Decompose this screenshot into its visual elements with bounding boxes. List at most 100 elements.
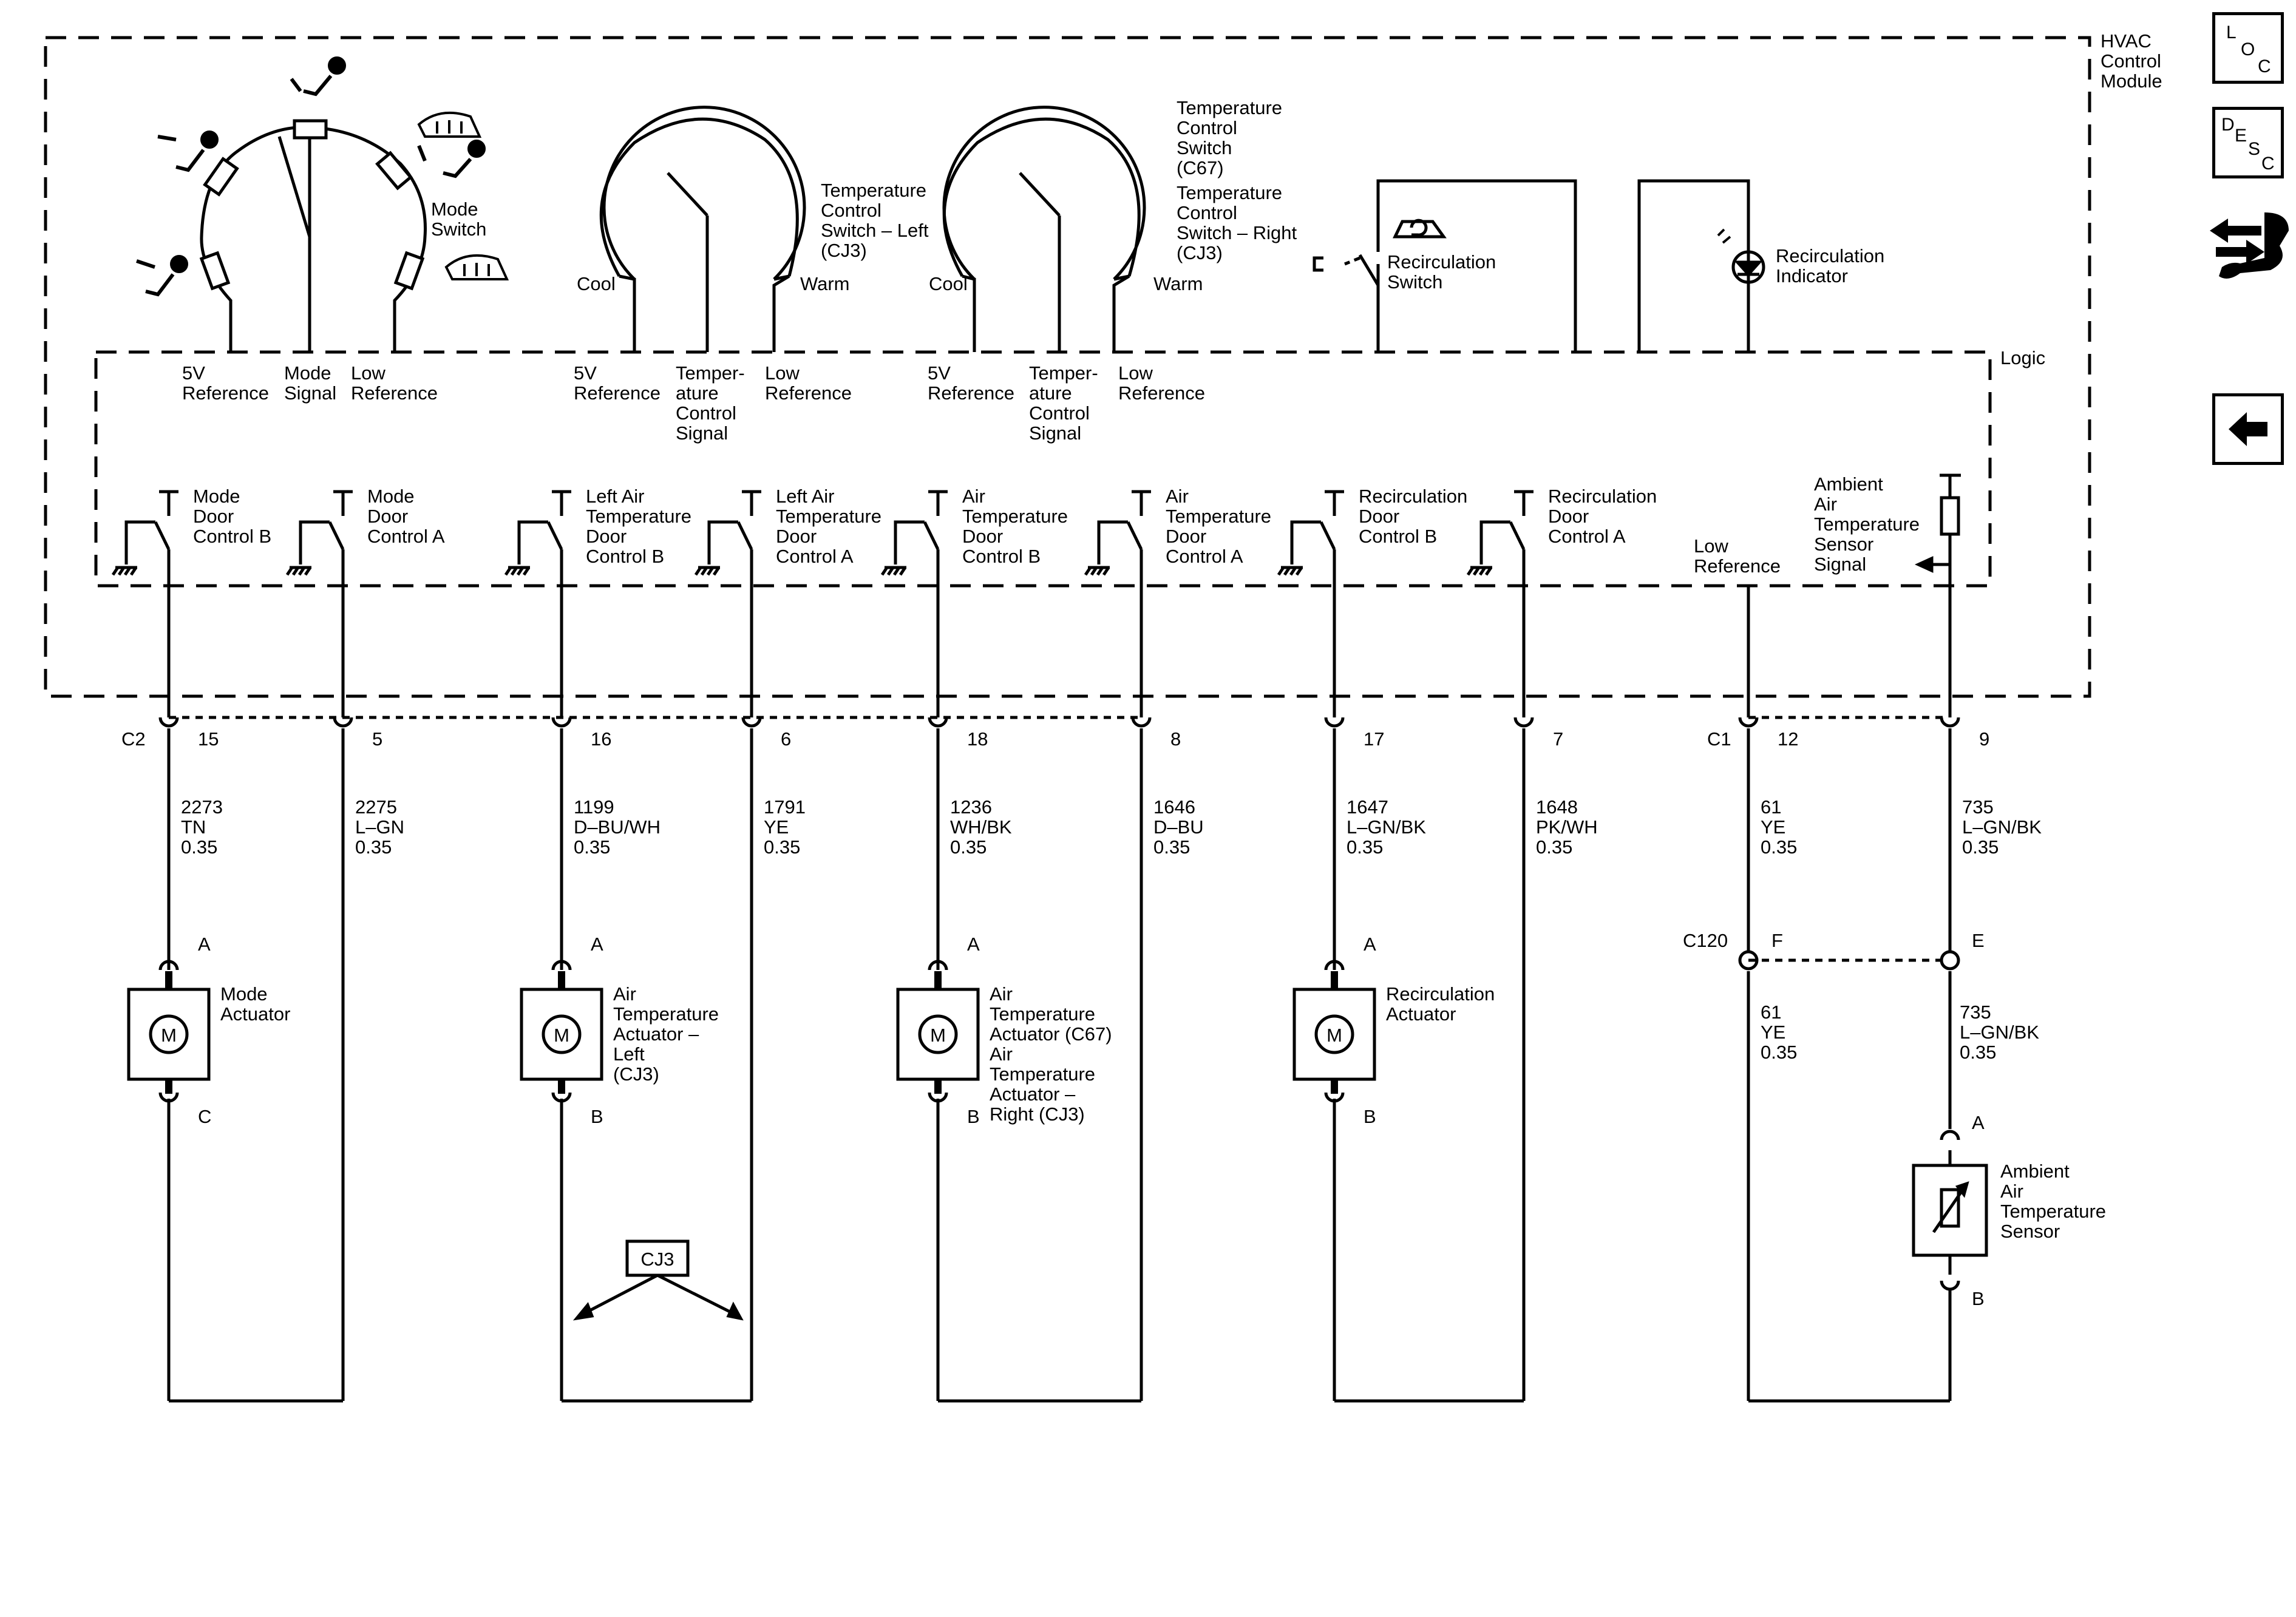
desc-button[interactable]: D E S C — [2212, 107, 2284, 178]
mode-low-ref-2: Reference — [351, 382, 438, 404]
driver-ground-lead-4 — [894, 520, 925, 564]
ground-icon — [504, 566, 531, 576]
back-button[interactable] — [2212, 393, 2284, 465]
connector-c120: C120 — [1683, 930, 1728, 951]
driver-contact-3 — [736, 521, 753, 551]
recirc-indicator-label-1: Recirculation — [1776, 245, 1884, 266]
actuator-label-air-0: Air — [990, 983, 1013, 1005]
recirc-indicator-label-2: Indicator — [1776, 265, 1848, 286]
cj3-label: CJ3 — [640, 1249, 674, 1270]
lower-61-circuit: 61 — [1761, 1002, 1781, 1023]
connector-c2: C2 — [121, 728, 146, 750]
temp-switch-left — [599, 106, 806, 352]
driver-ground-lead-6 — [1290, 520, 1321, 564]
circuit-color-2: D–BU/WH — [574, 816, 661, 838]
actuator-label-air-left-4: (CJ3) — [613, 1063, 659, 1085]
driver-ground-lead-2 — [517, 520, 548, 564]
driver-label-3-0: Left Air — [776, 486, 835, 507]
circuit-gauge-8: 0.35 — [1761, 836, 1797, 858]
desc-letter-e: E — [2235, 126, 2247, 146]
sensor-pin-b-socket — [1940, 1280, 1960, 1291]
defrost-icons — [417, 111, 509, 280]
circuit-color-7: PK/WH — [1536, 816, 1598, 838]
ambient-sensor-label-4: Sensor — [2000, 1221, 2060, 1242]
circuit-color-0: TN — [181, 816, 206, 838]
logic-border — [94, 350, 1992, 588]
circuit-gauge-1: 0.35 — [355, 836, 392, 858]
logic-label: Logic — [2000, 347, 2045, 368]
motor-symbol: M — [930, 1025, 946, 1046]
lower-61-gauge: 0.35 — [1761, 1042, 1797, 1063]
circuit-number-0: 2273 — [181, 796, 223, 818]
circuit-number-6: 1647 — [1347, 796, 1388, 818]
temp-right-label-8: (CJ3) — [1177, 242, 1223, 263]
actuator-pin-a-socket — [1324, 960, 1345, 971]
motor-symbol: M — [554, 1025, 569, 1046]
actuator-label-air-left-3: Left — [613, 1043, 645, 1065]
actuator-pin-a-socket — [551, 960, 572, 971]
ground-icon — [1277, 566, 1303, 576]
driver-label-1-2: Control A — [367, 526, 445, 547]
driver-label-0-2: Control B — [193, 526, 271, 547]
ground-icon — [1466, 566, 1493, 576]
driver-label-2-3: Control B — [586, 546, 664, 567]
actuators — [127, 960, 1376, 1103]
circuit-color-6: L–GN/BK — [1347, 816, 1426, 838]
circuit-number-9: 735 — [1962, 796, 1994, 818]
circuit-number-5: 1646 — [1153, 796, 1195, 818]
driver-contact-7 — [1509, 521, 1526, 551]
driver-ground-lead-5 — [1097, 520, 1128, 564]
ambient-signal-1: Ambient — [1814, 473, 1883, 495]
ground-icon — [880, 566, 907, 576]
low-ref-label-1: Low — [1694, 535, 1728, 557]
driver-label-6-0: Recirculation — [1359, 486, 1467, 507]
ground-icon — [285, 566, 312, 576]
module-title-3: Module — [2101, 70, 2162, 92]
connector-pin-9 — [1940, 717, 1960, 728]
ambient-logic — [1747, 473, 1961, 717]
temp-right-label-2: Control — [1177, 117, 1237, 138]
pin-number-0: 15 — [198, 728, 219, 750]
driver-label-0-1: Door — [193, 506, 234, 527]
cj3-split — [572, 1239, 744, 1321]
tl-low-ref-2: Reference — [765, 382, 852, 404]
tl-5v-ref-2: Reference — [574, 382, 661, 404]
actuator-label-mode-0: Mode — [220, 983, 268, 1005]
connector-tools-button[interactable] — [2204, 200, 2295, 285]
driver-label-6-2: Control B — [1359, 526, 1437, 547]
circuit-color-3: YE — [764, 816, 789, 838]
back-arrow-icon — [2229, 412, 2267, 446]
circuit-gauge-3: 0.35 — [764, 836, 800, 858]
tr-5v-ref-1: 5V — [928, 362, 951, 384]
driver-label-7-0: Recirculation — [1548, 486, 1657, 507]
loc-letter-o: O — [2241, 39, 2255, 59]
actuator-label-air-1: Temperature — [990, 1003, 1095, 1025]
circuit-gauge-9: 0.35 — [1962, 836, 1999, 858]
loc-button[interactable]: L O C — [2212, 12, 2284, 84]
connector-tools-icon — [2210, 212, 2289, 279]
connector-pin-7 — [1513, 717, 1534, 728]
driver-ground-lead-7 — [1479, 520, 1510, 564]
tr-low-ref-2: Reference — [1118, 382, 1205, 404]
c120-pin-f: F — [1771, 930, 1783, 951]
recirc-switch-label-1: Recirculation — [1387, 251, 1496, 273]
actuator-pin-bottom-mode: C — [198, 1106, 211, 1127]
mode-low-ref-1: Low — [351, 362, 385, 384]
tr-signal-2: ature — [1029, 382, 1072, 404]
circuit-color-5: D–BU — [1153, 816, 1204, 838]
ground-icon — [111, 566, 138, 576]
driver-label-7-1: Door — [1548, 506, 1589, 527]
motor-icon — [542, 1014, 582, 1054]
c120-plug — [1738, 960, 1960, 971]
pin-number-5: 8 — [1170, 728, 1181, 750]
module-title-2: Control — [2101, 50, 2161, 72]
driver-label-1-0: Mode — [367, 486, 415, 507]
recirc-switch-label-2: Switch — [1387, 271, 1442, 293]
tr-signal-3: Control — [1029, 402, 1090, 424]
actuator-pin-bottom-air-left: B — [591, 1106, 603, 1127]
driver-contact-5 — [1126, 521, 1143, 551]
driver-label-6-1: Door — [1359, 506, 1399, 527]
ground-icon — [1084, 566, 1110, 576]
lower-735-color: L–GN/BK — [1960, 1022, 2039, 1043]
